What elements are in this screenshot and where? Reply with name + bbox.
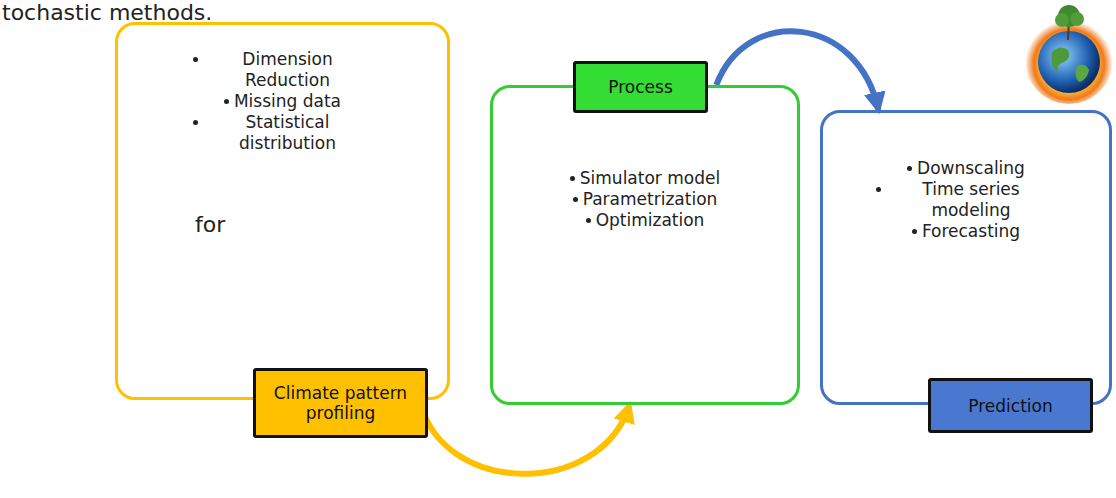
bullet-item: Dimension Reduction <box>193 49 373 91</box>
heading-tab: Prediction <box>928 378 1093 433</box>
bullet-item: Statistical distribution <box>193 112 373 154</box>
bullet-dot <box>586 218 591 223</box>
curved-arrow <box>420 400 630 474</box>
profiling-box: Dimension ReductionMissing dataStatistic… <box>115 22 450 400</box>
bullet-item: Forecasting <box>912 221 1020 242</box>
bullet-dot <box>570 176 575 181</box>
cut-heading: tochastic methods. <box>2 0 212 25</box>
connector-word: for <box>195 212 225 237</box>
bullet-list: Dimension ReductionMissing dataStatistic… <box>118 49 447 154</box>
bullet-list: DownscalingTime series modelingForecasti… <box>823 158 1109 242</box>
bullet-dot <box>907 166 912 171</box>
bullet-list: Simulator modelParametrizationOptimizati… <box>493 168 797 231</box>
bullet-item: Simulator model <box>570 168 720 189</box>
bullet-dot <box>193 57 198 62</box>
bullet-dot <box>876 187 881 192</box>
bullet-item: Missing data <box>224 91 341 112</box>
bullet-dot <box>912 229 917 234</box>
process-box: Simulator modelParametrizationOptimizati… <box>490 85 800 405</box>
heading-tab: Climate pattern profiling <box>253 368 428 438</box>
bullet-item: Time series modeling <box>876 179 1056 221</box>
earth-illustration <box>1022 0 1116 104</box>
bullet-item: Parametrization <box>573 189 718 210</box>
bullet-dot <box>224 99 229 104</box>
prediction-box: DownscalingTime series modelingForecasti… <box>820 110 1112 405</box>
heading-tab: Process <box>573 61 708 113</box>
bullet-dot <box>193 120 198 125</box>
bullet-item: Optimization <box>586 210 705 231</box>
bullet-dot <box>573 197 578 202</box>
bullet-item: Downscaling <box>907 158 1025 179</box>
